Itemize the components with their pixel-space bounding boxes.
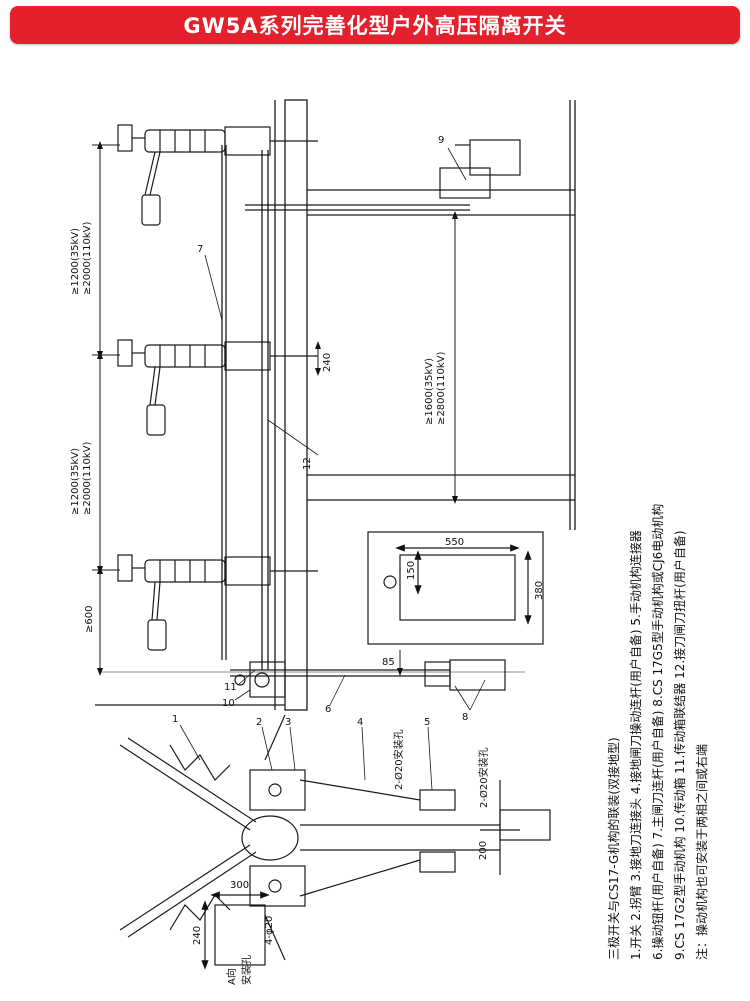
callout-6: 6 [325,704,331,715]
callout-1: 1 [172,714,178,725]
technical-drawing: 9 7 12 11 10 6 8 1 2 3 4 5 ≥1200(35kV) ≥… [70,99,709,985]
dim-phase-gap-lower-110: ≥2000(110kV) [82,442,93,515]
note-line-1: 1.开关 2.拐臂 3.接地刀连接头 4.接地闸刀操动连杆(用户自备) 5.手动… [628,530,643,960]
support-frame [95,99,576,711]
dim-240-side: 240 [322,353,333,372]
callout-3: 3 [285,717,291,728]
dim-plan-240: 240 [192,926,203,945]
note-remark: 注：操动机构也可安装于两相之间或右端 [694,744,709,960]
note-line-3: 9.CS 17G2型手动机构 10.传动箱 11.传动箱联结器 12.接刀闸刀扭… [672,530,687,960]
dim-phase-gap-upper-35: ≥1200(35kV) [70,228,81,295]
note-caption: 三极开关与CS17-G机构的联装(双接地型) [606,737,621,960]
hole-4-phi20: 4-φ20 [264,916,275,945]
mechanism-8 [424,659,506,691]
callout-11: 11 [224,682,237,693]
callout-leaders [179,147,486,791]
phase-pole-top [117,124,318,226]
callout-numbers: 9 7 12 11 10 6 8 1 2 3 4 5 [172,135,468,728]
dim-box-offset: 150 [406,561,417,580]
hole-b-label: 2-Ø20安装孔 [477,747,490,808]
dim-box-height: 380 [534,581,545,600]
mechanism-detail-box [367,531,544,645]
dim-mechanism-height-35: ≥1600(35kV) [424,358,435,425]
phase-pole-bottom [117,554,318,651]
notes-block: 三极开关与CS17-G机构的联装(双接地型) 1.开关 2.拐臂 3.接地刀连接… [606,504,709,960]
dim-phase-gap-upper-110: ≥2000(110kV) [82,222,93,295]
mount-hole-label: 安装孔 [240,955,253,985]
view-a-label: A向 [225,968,238,985]
callout-7: 7 [197,244,203,255]
dim-plan-200: 200 [478,841,489,860]
callout-9: 9 [438,135,444,146]
dim-phase-gap-lower-35: ≥1200(35kV) [70,448,81,515]
callout-12: 12 [302,457,313,470]
dimension-labels: ≥1200(35kV) ≥2000(110kV) ≥1200(35kV) ≥20… [70,222,545,985]
dim-plan-300: 300 [230,880,249,891]
hole-a-label: 2-Ø20安装孔 [392,729,405,790]
dim-box-width: 550 [445,537,464,548]
phase-pole-middle [117,339,318,436]
transmission-box-10 [234,661,286,698]
title-bar: GW5A系列完善化型户外高压隔离开关 [10,6,740,44]
note-line-2: 6.操动钮杆(用户自备) 7.主闸刀连杆(用户自备) 8.CS 17G5型手动机… [650,504,665,960]
page-title: GW5A系列完善化型户外高压隔离开关 [183,14,567,38]
dimension-lines [92,141,458,676]
plan-view [119,714,551,970]
callout-8: 8 [462,712,468,723]
dim-bottom-clearance: ≥600 [84,606,95,633]
callout-2: 2 [256,717,262,728]
mechanism-9 [439,139,521,199]
callout-10: 10 [222,698,235,709]
callout-4: 4 [357,717,363,728]
callout-5: 5 [424,717,430,728]
dim-85: 85 [382,657,395,668]
dim-mechanism-height-110: ≥2800(110kV) [436,352,447,425]
